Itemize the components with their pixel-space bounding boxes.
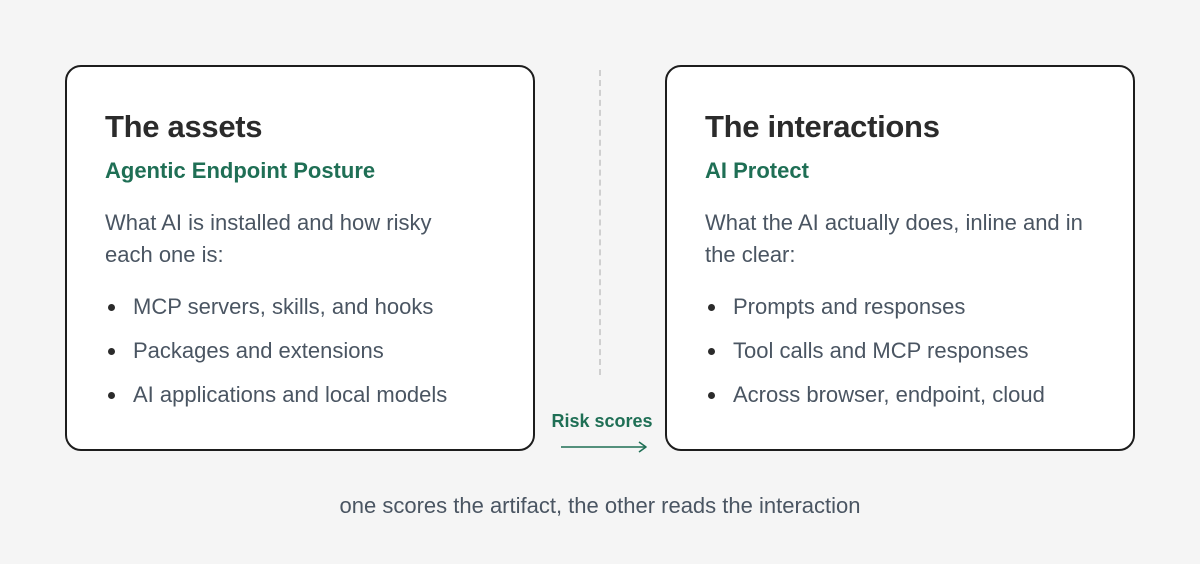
dashed-divider [599,70,601,375]
list-item: MCP servers, skills, and hooks [105,293,495,321]
bullet-icon [108,304,115,311]
interactions-card-title: The interactions [705,109,940,144]
assets-card: The assets Agentic Endpoint Posture What… [65,65,535,451]
interactions-card: The interactions AI Protect What the AI … [665,65,1135,451]
bullet-icon [708,304,715,311]
bullet-icon [108,348,115,355]
interactions-card-subtitle: AI Protect [705,158,809,183]
interactions-card-description: What the AI actually does, inline and in… [705,210,1083,267]
list-item-text: Tool calls and MCP responses [733,338,1029,363]
list-item-text: MCP servers, skills, and hooks [133,294,434,319]
list-item-text: Packages and extensions [133,338,384,363]
list-item: Tool calls and MCP responses [705,337,1095,365]
assets-card-list: MCP servers, skills, and hooks Packages … [105,293,495,409]
list-item-text: Across browser, endpoint, cloud [733,382,1045,407]
footer-caption: one scores the artifact, the other reads… [339,493,861,518]
assets-card-subtitle: Agentic Endpoint Posture [105,158,376,183]
list-item: Prompts and responses [705,293,1095,321]
interactions-card-list: Prompts and responses Tool calls and MCP… [705,293,1095,409]
list-item: Across browser, endpoint, cloud [705,381,1095,409]
list-item: Packages and extensions [105,337,495,365]
bullet-icon [708,348,715,355]
arrow-right-icon [561,441,647,453]
bullet-icon [708,392,715,399]
list-item-text: AI applications and local models [133,382,448,407]
assets-card-title: The assets [105,109,263,144]
list-item: AI applications and local models [105,381,495,409]
risk-scores-label: Risk scores [551,411,653,431]
bullet-icon [108,392,115,399]
list-item-text: Prompts and responses [733,294,966,319]
assets-card-description: What AI is installed and how risky each … [105,210,432,267]
